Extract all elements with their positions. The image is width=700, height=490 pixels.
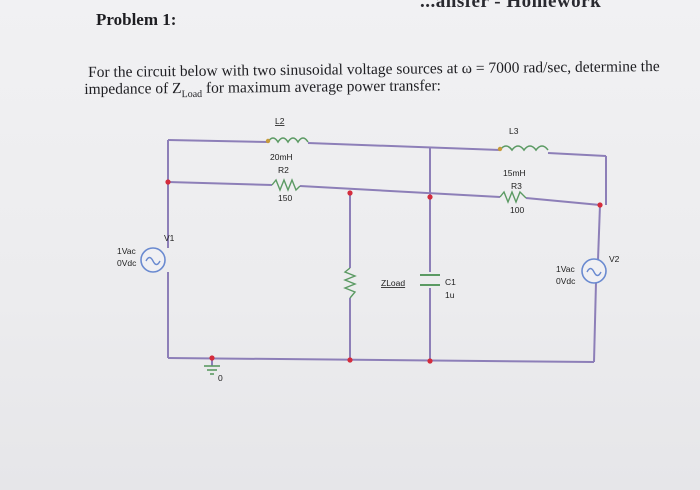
wire-top-mid <box>307 142 501 151</box>
node <box>347 190 353 196</box>
circuit-nodes <box>165 138 603 364</box>
node <box>265 138 271 144</box>
inductor-l2 <box>267 137 309 144</box>
label-r2-value: 150 <box>278 193 292 203</box>
label-ground: 0 <box>218 373 223 383</box>
label-v2-name: V2 <box>609 254 620 264</box>
resistor-r2 <box>271 178 301 192</box>
node <box>497 146 503 152</box>
node <box>427 194 433 200</box>
label-l3-name: L3 <box>509 126 519 136</box>
label-v2-ac: 1Vac <box>556 264 575 274</box>
voltage-source-v2 <box>581 258 607 284</box>
label-r3-value: 100 <box>510 205 524 215</box>
label-r3-name: R3 <box>511 181 522 191</box>
ground-symbol <box>204 365 220 375</box>
wire-right-mid <box>597 204 601 261</box>
capacitor-c1 <box>420 274 440 286</box>
label-zload: ZLoad <box>381 278 405 288</box>
label-v2-dc: 0Vdc <box>556 276 576 286</box>
node <box>597 202 603 208</box>
wire-row2-mid <box>299 185 501 198</box>
node <box>347 357 353 363</box>
wire-right-lower <box>593 281 597 363</box>
node <box>209 355 215 361</box>
problem-title: Problem 1: <box>96 10 177 29</box>
label-v1-dc: 0Vdc <box>117 258 137 268</box>
node <box>165 179 171 185</box>
label-r2-name: R2 <box>278 165 289 175</box>
wire-top-right <box>547 152 607 157</box>
label-c1-value: 1u <box>445 290 455 300</box>
resistor-zload <box>343 267 357 299</box>
wire-top-left <box>167 139 269 143</box>
label-l2-name: L2 <box>275 116 285 126</box>
node <box>427 358 433 364</box>
resistor-r3 <box>499 190 527 204</box>
label-l2-value: 20mH <box>270 152 293 162</box>
label-v1-name: V1 <box>164 233 175 243</box>
circuit-wires <box>167 139 607 366</box>
voltage-source-v1 <box>140 247 166 273</box>
wire-row2-right <box>525 197 601 206</box>
wire-row2-left <box>167 181 273 186</box>
header-fragment: ...ansfer - Homework <box>420 0 602 11</box>
label-c1-name: C1 <box>445 277 456 287</box>
wire-bottom <box>167 357 595 363</box>
label-v1-ac: 1Vac <box>117 246 136 256</box>
label-l3-value: 15mH <box>503 168 526 178</box>
inductor-l3 <box>499 145 549 152</box>
